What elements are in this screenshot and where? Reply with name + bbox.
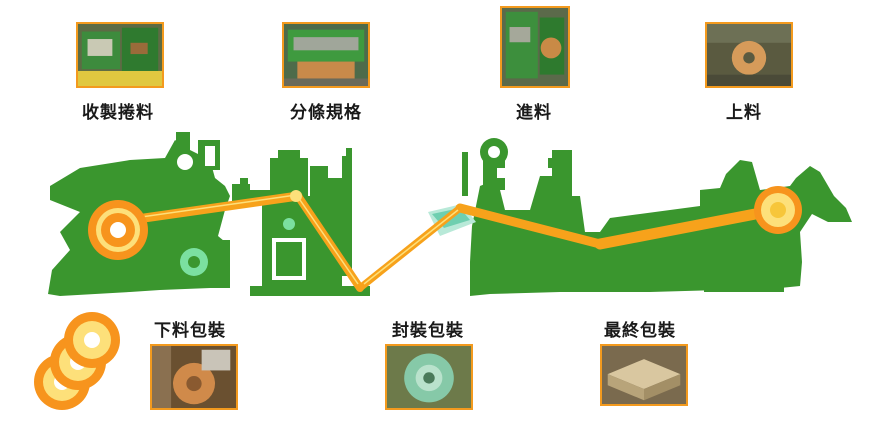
photo-rewind-pack [76,22,164,88]
label-rewind-pack: 收製捲料 [82,103,154,123]
label-slitting: 分條規格 [290,103,362,123]
label-load: 上料 [726,103,762,123]
photo-seal-pack [385,344,473,410]
photo-unload-pack [150,344,238,410]
label-feed: 進料 [516,103,552,123]
photo-load [705,22,793,88]
photo-slitting [282,22,370,88]
photo-final-pack [600,344,688,406]
photo-feed [500,6,570,88]
label-seal-pack: 封裝包裝 [392,321,464,341]
label-final-pack: 最終包裝 [604,321,676,341]
label-unload-pack: 下料包裝 [154,321,226,341]
